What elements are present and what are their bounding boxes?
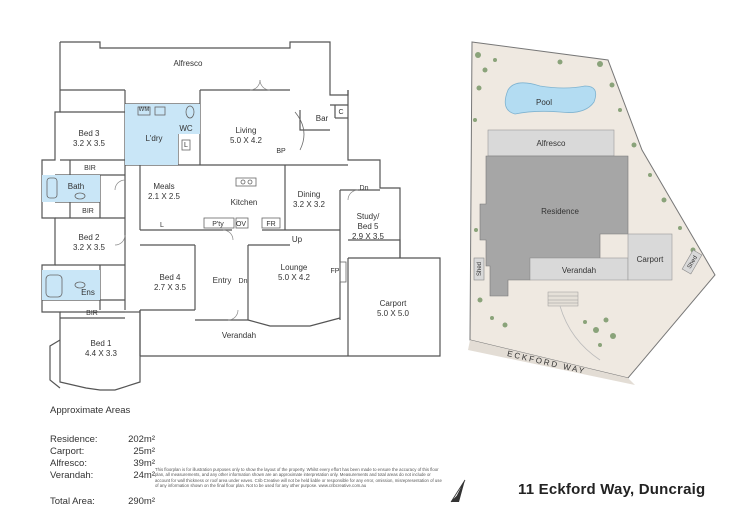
room-labels: Alfresco Bed 3 3.2 X 3.5 WM L'dry WC L L… (68, 59, 410, 358)
areas-table: Approximate Areas Residence: 202m² Carpo… (50, 405, 190, 508)
front-steps (547, 291, 579, 307)
room-bir-bottom: BIR (86, 310, 98, 317)
areas-value: 24m² (133, 470, 155, 481)
room-cupboard: C (338, 109, 343, 116)
fixtures (45, 105, 347, 298)
bathtub-icon (46, 177, 58, 199)
north-arrow-icon (450, 479, 466, 503)
areas-total-value: 290m² (128, 496, 155, 507)
room-carport-dims: 5.0 X 5.0 (377, 309, 410, 318)
room-bed2: Bed 2 (79, 233, 100, 242)
room-bed3: Bed 3 (79, 129, 100, 138)
areas-row: Carport: 25m² (50, 446, 155, 458)
garden-shrubs (473, 52, 696, 347)
room-fridge: FR (266, 221, 275, 228)
areas-total-label: Total Area: (50, 496, 95, 507)
room-carport: Carport (380, 299, 407, 308)
site-residence: Residence (541, 207, 579, 216)
room-meals-dims: 2.1 X 2.5 (148, 192, 181, 201)
site-carport: Carport (637, 255, 664, 264)
floor-plan-walls (41, 41, 441, 391)
room-dining-dims: 3.2 X 3.2 (293, 200, 326, 209)
room-wc: WC (179, 124, 193, 133)
room-bed4-dims: 2.7 X 3.5 (154, 283, 187, 292)
door-swings (114, 79, 359, 321)
room-bed2-dims: 3.2 X 3.5 (73, 243, 106, 252)
room-verandah: Verandah (222, 331, 256, 340)
areas-label: Verandah: (50, 470, 94, 481)
room-study-bed5: Bed 5 (358, 222, 379, 231)
room-entry-step: Dn (239, 278, 248, 285)
room-bp: BP (276, 148, 286, 155)
wet-areas (42, 104, 200, 300)
room-alfresco: Alfresco (174, 59, 203, 68)
room-dining: Dining (298, 190, 321, 199)
room-bar: Bar (316, 114, 329, 123)
site-carport-area (627, 233, 673, 281)
areas-row: Alfresco: 39m² (50, 458, 155, 470)
room-lounge-dims: 5.0 X 4.2 (278, 273, 311, 282)
room-fireplace: FP (331, 268, 340, 275)
room-living-dims: 5.0 X 4.2 (230, 136, 263, 145)
room-living: Living (236, 126, 257, 135)
areas-title: Approximate Areas (50, 405, 131, 416)
room-laundry-linen: L (184, 142, 188, 149)
room-bir-top: BIR (84, 165, 96, 172)
room-dining-step: Dn (360, 185, 369, 192)
room-kitchen: Kitchen (231, 198, 258, 207)
room-bath: Bath (68, 182, 84, 191)
areas-label: Carport: (50, 446, 85, 457)
room-pantry: P'ty (212, 221, 224, 228)
room-bed1: Bed 1 (91, 339, 112, 348)
room-bed1-dims: 4.4 X 3.3 (85, 349, 118, 358)
room-linen: L (160, 222, 164, 229)
areas-label: Alfresco: (50, 458, 87, 469)
site-verandah: Verandah (562, 266, 596, 275)
room-bed4: Bed 4 (160, 273, 181, 282)
site-plan: Pool Alfresco Residence Verandah Carport… (468, 41, 716, 385)
areas-value: 39m² (133, 458, 155, 469)
room-study: Study/ (357, 212, 380, 221)
room-entry: Entry (213, 276, 232, 285)
areas-total-row: Total Area: 290m² (50, 496, 155, 508)
site-shed-left: Shed (477, 262, 483, 276)
basin-icon (74, 192, 86, 200)
room-meals: Meals (153, 182, 174, 191)
room-oven: OV (236, 221, 246, 228)
room-bed3-dims: 3.2 X 3.5 (73, 139, 106, 148)
site-residence-area (479, 155, 629, 297)
washing-machine-icon (137, 106, 151, 116)
room-ensuite: Ens (81, 288, 95, 297)
areas-row: Verandah: 24m² (50, 470, 155, 482)
room-laundry: L'dry (145, 134, 162, 143)
room-study-dims: 2.9 X 3.5 (352, 232, 385, 241)
room-lounge: Lounge (281, 263, 308, 272)
areas-value: 202m² (128, 434, 155, 445)
disclaimer-text: This floorplan is for illustration purpo… (155, 467, 442, 489)
pool-shape (504, 82, 597, 115)
property-address: 11 Eckford Way, Duncraig (518, 481, 706, 498)
areas-row: Residence: 202m² (50, 434, 155, 446)
areas-value: 25m² (133, 446, 155, 457)
room-step-up: Up (292, 235, 303, 244)
areas-label: Residence: (50, 434, 98, 445)
room-wm: WM (139, 107, 150, 113)
site-alfresco: Alfresco (537, 139, 566, 148)
room-bir-mid: BIR (82, 208, 94, 215)
spa-bath-icon (45, 274, 63, 298)
site-pool: Pool (536, 98, 552, 107)
toilet-icon (185, 105, 195, 119)
